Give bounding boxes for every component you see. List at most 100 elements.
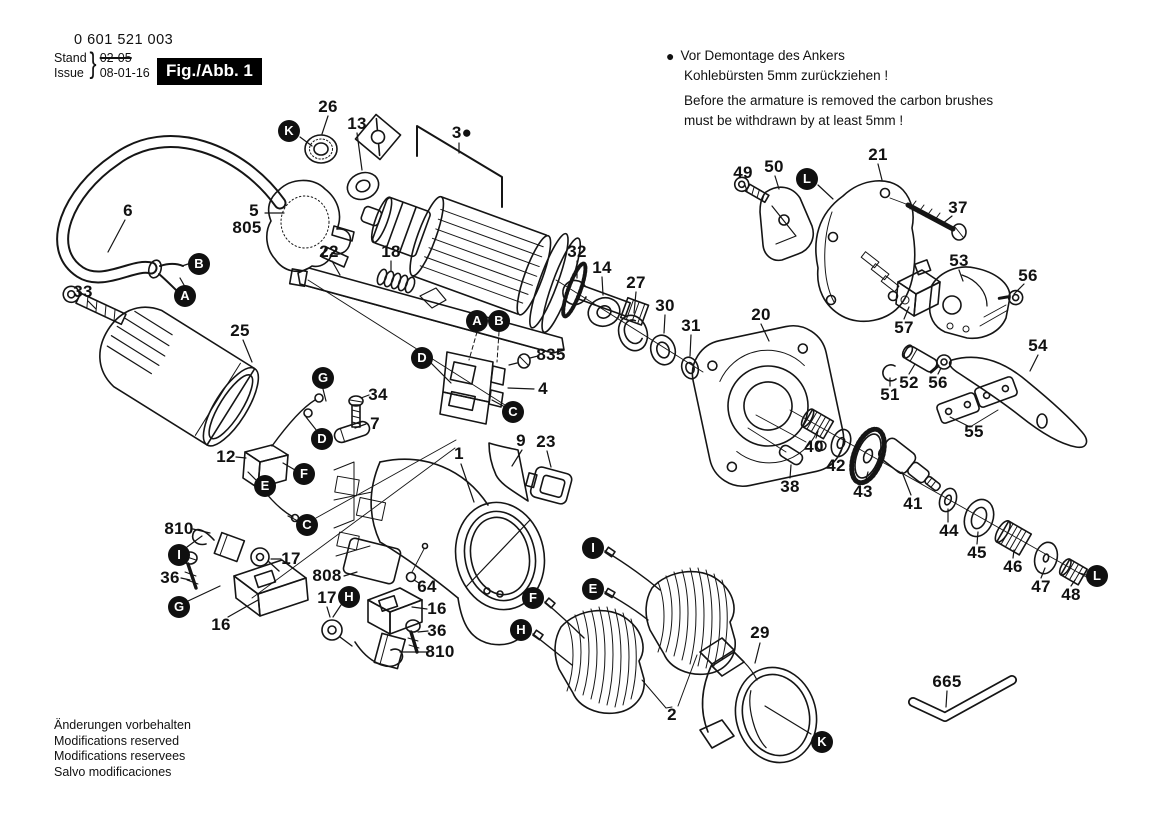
part-label-55: 55 <box>964 422 984 441</box>
legal-footer: Änderungen vorbehalten Modifications res… <box>54 718 191 780</box>
part-label-805: 805 <box>232 218 262 237</box>
notice-en-line1: Before the armature is removed the carbo… <box>684 93 994 108</box>
footer-line-fr: Modifications reservees <box>54 749 186 763</box>
callout-I: I <box>168 544 190 566</box>
part-label-50: 50 <box>764 157 784 176</box>
part-label-9: 9 <box>516 431 526 450</box>
part-label-16: 16 <box>427 599 447 618</box>
part-label-26: 26 <box>318 97 338 116</box>
part-label-38: 38 <box>780 477 800 496</box>
part-label-6: 6 <box>123 201 133 220</box>
part-label-810: 810 <box>425 642 455 661</box>
title-block: 0 601 521 003 Stand Issue } 02-05 08-01-… <box>54 32 173 81</box>
callout-D: D <box>311 428 333 450</box>
part-label-48: 48 <box>1061 585 1081 604</box>
notice-de-line2: Kohlebürsten 5mm zurückziehen ! <box>684 68 889 83</box>
callout-A: A <box>174 285 196 307</box>
part-label-7: 7 <box>370 414 380 433</box>
part-label-56: 56 <box>1018 266 1038 285</box>
footer-line-de: Änderungen vorbehalten <box>54 718 191 732</box>
part-label-5: 5 <box>249 201 259 220</box>
part-label-21: 21 <box>868 145 888 164</box>
part-label-13: 13 <box>347 114 367 133</box>
callout-L: L <box>1086 565 1108 587</box>
callout-G: G <box>312 367 334 389</box>
part-label-45: 45 <box>967 543 987 562</box>
part-label-16: 16 <box>211 615 231 634</box>
callout-G: G <box>168 596 190 618</box>
part-label-808: 808 <box>312 566 342 585</box>
part-label-30: 30 <box>655 296 675 315</box>
callout-A: A <box>466 310 488 332</box>
part-label-810: 810 <box>164 519 194 538</box>
part-label-44: 44 <box>939 521 959 540</box>
part-label-54: 54 <box>1028 336 1048 355</box>
callout-K: K <box>278 120 300 142</box>
part-label-17: 17 <box>281 549 301 568</box>
part-label-42: 42 <box>826 456 846 475</box>
superseded-date: 02-05 <box>99 51 132 65</box>
callout-I: I <box>582 537 604 559</box>
part-label-2: 2 <box>667 705 677 724</box>
part-label-1: 1 <box>454 444 464 463</box>
part-label-36: 36 <box>160 568 180 587</box>
part-label-29: 29 <box>750 623 770 642</box>
stand-label: Stand <box>54 51 87 65</box>
part-label-36: 36 <box>427 621 447 640</box>
part-label-18: 18 <box>381 242 401 261</box>
part-label-665: 665 <box>932 672 962 691</box>
callout-H: H <box>338 586 360 608</box>
part-label-25: 25 <box>230 321 250 340</box>
part-label-53: 53 <box>949 251 969 270</box>
part-label-52: 52 <box>899 373 919 392</box>
callout-F: F <box>293 463 315 485</box>
part-label-23: 23 <box>536 432 556 451</box>
part-label-40: 40 <box>804 437 824 456</box>
warning-notice: ● Vor Demontage des Ankers Kohlebürsten … <box>666 46 993 131</box>
callout-B: B <box>188 253 210 275</box>
part-label-4: 4 <box>538 379 548 398</box>
part-label-3: 3● <box>451 123 473 142</box>
figure-label: Fig./Abb. 1 <box>157 58 262 85</box>
part-label-64: 64 <box>417 577 437 596</box>
callout-B: B <box>488 310 510 332</box>
callout-L: L <box>796 168 818 190</box>
part-number: 0 601 521 003 <box>74 32 174 48</box>
brace-glyph: } <box>89 47 97 80</box>
part-label-20: 20 <box>751 305 771 324</box>
part-label-17: 17 <box>317 588 337 607</box>
part-label-12: 12 <box>216 447 236 466</box>
part-label-31: 31 <box>681 316 701 335</box>
notice-en-line2: must be withdrawn by at least 5mm ! <box>684 113 904 128</box>
footer-line-en: Modifications reserved <box>54 733 180 748</box>
part-label-46: 46 <box>1003 557 1023 576</box>
part-label-43: 43 <box>853 482 873 501</box>
callout-C: C <box>296 514 318 536</box>
callout-C: C <box>502 401 524 423</box>
bullet-icon: ● <box>666 48 675 64</box>
footer-line-es: Salvo modificaciones <box>54 764 172 779</box>
part-label-22: 22 <box>319 242 339 261</box>
part-label-37: 37 <box>948 198 968 217</box>
callout-K: K <box>811 731 833 753</box>
stand-issue-block: Stand Issue } 02-05 08-01-16 <box>54 47 173 81</box>
issue-label: Issue <box>54 66 84 80</box>
part-label-41: 41 <box>903 494 923 513</box>
issue-date: 08-01-16 <box>99 66 150 80</box>
callout-F: F <box>522 587 544 609</box>
part-label-57: 57 <box>894 318 914 337</box>
part-label-27: 27 <box>626 273 646 292</box>
callout-H: H <box>510 619 532 641</box>
callout-E: E <box>582 578 604 600</box>
callout-E: E <box>254 475 276 497</box>
part-label-51: 51 <box>880 385 900 404</box>
notice-de-line1: Vor Demontage des Ankers <box>680 48 845 63</box>
part-label-835: 835 <box>536 345 566 364</box>
part-label-56: 56 <box>928 373 948 392</box>
part-label-47: 47 <box>1031 577 1051 596</box>
part-label-32: 32 <box>567 242 587 261</box>
part-label-34: 34 <box>368 385 388 404</box>
